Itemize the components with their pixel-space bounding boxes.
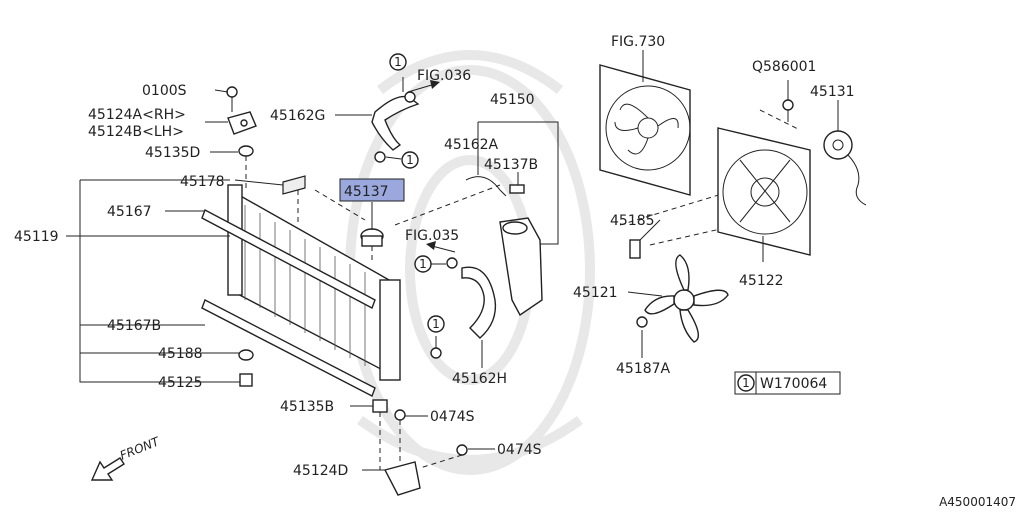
leader-lines bbox=[66, 50, 839, 471]
label-45137[interactable]: 45137 bbox=[344, 184, 389, 200]
label-45125[interactable]: 45125 bbox=[158, 375, 203, 391]
label-45124d[interactable]: 45124D bbox=[293, 463, 348, 479]
bush-45125 bbox=[239, 373, 253, 387]
fig035-arrow bbox=[426, 241, 456, 253]
radiator bbox=[227, 184, 401, 381]
label-45150[interactable]: 45150 bbox=[490, 92, 535, 108]
label-45162a[interactable]: 45162A bbox=[444, 137, 499, 153]
label-45121[interactable]: 45121 bbox=[573, 285, 618, 301]
label-45167b[interactable]: 45167B bbox=[107, 318, 161, 334]
front-indicator: FRONT bbox=[90, 434, 163, 481]
label-45167[interactable]: 45167 bbox=[107, 204, 152, 220]
label-45135d[interactable]: 45135D bbox=[145, 145, 200, 161]
label-fig036[interactable]: FIG.036 bbox=[417, 68, 471, 84]
marker-1-c: 1 bbox=[414, 255, 432, 273]
label-45185[interactable]: 45185 bbox=[610, 213, 655, 229]
bolt-45185 bbox=[629, 239, 641, 259]
label-fig730[interactable]: FIG.730 bbox=[611, 34, 665, 50]
hose-45162g bbox=[371, 95, 420, 151]
label-45187a[interactable]: 45187A bbox=[616, 361, 671, 377]
bolt-0100s bbox=[226, 86, 238, 98]
screw-q586001 bbox=[782, 99, 794, 111]
fan-motor bbox=[823, 130, 867, 206]
radiator-cap bbox=[360, 228, 384, 247]
svg-text:FRONT: FRONT bbox=[118, 434, 163, 463]
svg-text:1: 1 bbox=[432, 317, 440, 331]
label-q586001[interactable]: Q586001 bbox=[752, 59, 816, 75]
cushion-45135d bbox=[238, 145, 254, 157]
legend-code: W170064 bbox=[760, 376, 827, 392]
fan-shroud-45122 bbox=[717, 127, 811, 256]
highlight-45137 bbox=[339, 178, 405, 202]
label-0474s-1[interactable]: 0474S bbox=[430, 409, 475, 425]
nut-45187a bbox=[636, 316, 648, 328]
watermark bbox=[345, 50, 595, 475]
diagram-id: A450001407 bbox=[939, 495, 1016, 509]
label-fig035[interactable]: FIG.035 bbox=[405, 228, 459, 244]
bolt-0474s-1 bbox=[394, 409, 406, 421]
cushion-45135b bbox=[372, 399, 388, 413]
label-0100s[interactable]: 0100S bbox=[142, 83, 187, 99]
label-0474s-2[interactable]: 0474S bbox=[497, 442, 542, 458]
label-45137b[interactable]: 45137B bbox=[484, 157, 538, 173]
bracket-45124a bbox=[227, 111, 257, 135]
grommet-45188 bbox=[238, 349, 254, 361]
label-45188[interactable]: 45188 bbox=[158, 346, 203, 362]
label-45135b[interactable]: 45135B bbox=[280, 399, 334, 415]
label-45119[interactable]: 45119 bbox=[14, 229, 59, 245]
seal-45167b bbox=[201, 299, 376, 397]
marker-1-d: 1 bbox=[427, 315, 445, 333]
label-45124a[interactable]: 45124A<RH> bbox=[88, 107, 186, 123]
fan-45121 bbox=[644, 254, 729, 343]
legend-marker: 1 bbox=[742, 376, 750, 390]
marker-1-b: 1 bbox=[401, 151, 419, 169]
label-45162g[interactable]: 45162G bbox=[270, 108, 325, 124]
label-45122[interactable]: 45122 bbox=[739, 273, 784, 289]
leader-guides bbox=[245, 109, 801, 470]
label-45124b[interactable]: 45124B<LH> bbox=[88, 124, 184, 140]
reservoir-tank bbox=[499, 184, 543, 317]
marker-1-a: 1 bbox=[389, 53, 407, 71]
seal-45167 bbox=[201, 209, 376, 309]
fan-shroud-fig730 bbox=[599, 64, 691, 196]
label-45162h[interactable]: 45162H bbox=[452, 371, 507, 387]
svg-text:1: 1 bbox=[406, 153, 414, 167]
label-45178[interactable]: 45178 bbox=[180, 174, 225, 190]
svg-text:1: 1 bbox=[419, 257, 427, 271]
legend-box: 1 W170064 bbox=[734, 371, 841, 395]
bracket-45124d bbox=[383, 461, 421, 496]
fig036-arrow bbox=[407, 80, 440, 93]
label-45131[interactable]: 45131 bbox=[810, 84, 855, 100]
hose-45162a bbox=[465, 176, 507, 197]
pad-45178 bbox=[282, 175, 306, 195]
svg-text:1: 1 bbox=[394, 55, 402, 69]
hose-45162h bbox=[461, 266, 497, 339]
bolt-0474s-2 bbox=[456, 444, 468, 456]
